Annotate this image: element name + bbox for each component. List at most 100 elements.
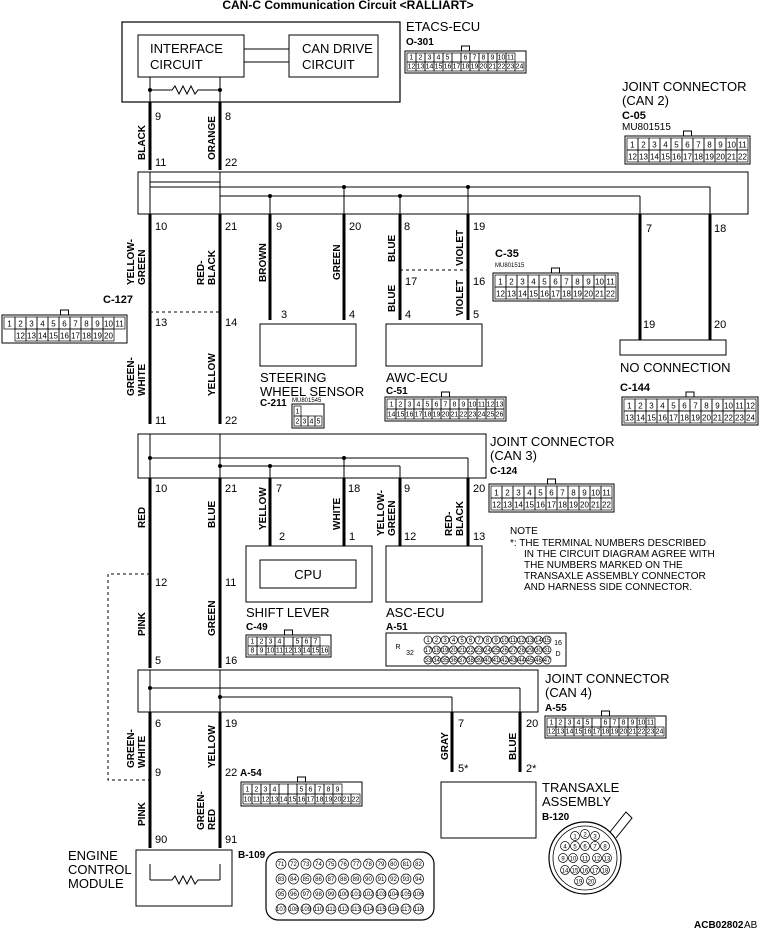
connector-pin-number: 19: [573, 290, 582, 299]
connector-pin-number: 2: [435, 638, 439, 644]
connector-pin-number: 84: [290, 877, 297, 883]
connector-pin-number: 12: [746, 402, 755, 411]
connector-pin-number: 21: [591, 501, 600, 510]
connector-pin-number: 16: [406, 412, 414, 419]
pin-19-noconn: 19: [643, 319, 655, 331]
connector-pin-number: 2: [509, 278, 514, 287]
pin-90-ecm: 90: [155, 834, 167, 846]
connector-pin: [375, 873, 387, 885]
connector-pin: [560, 865, 570, 875]
connector-pin-number: 23: [647, 729, 655, 736]
connector-pin-number: 8: [482, 55, 486, 62]
connector-pin-number: 20: [584, 290, 593, 299]
pin-20-can4: 20: [526, 718, 538, 730]
pin-1-shift: 1: [349, 531, 355, 543]
connector-pin-number: 5: [674, 141, 679, 150]
connector-pin-number: 20: [442, 412, 450, 419]
connector-pin-number: 10: [104, 320, 113, 329]
connector-pin: [508, 635, 518, 645]
connector-pin-number: 3: [264, 787, 268, 794]
connector-pin-number: 16: [444, 64, 452, 71]
connector-pin-number: 11: [582, 857, 589, 863]
wire-label-violet-upper: VIOLET: [455, 230, 466, 266]
a54-code: A-54: [240, 768, 262, 779]
connector-pin-number: 3: [568, 720, 572, 727]
connector-pin-number: 9: [95, 320, 100, 329]
c127-code: C-127: [103, 294, 133, 306]
connector-cell: [314, 415, 323, 427]
connector-pin-number: 22: [602, 501, 611, 510]
connector-pin: [288, 873, 299, 885]
connector-pin-number: 6: [583, 845, 587, 851]
connector-pin-number: 92: [390, 877, 397, 883]
connector-pin-number: 4: [663, 141, 668, 150]
connector-pin-number: 22: [498, 64, 506, 71]
can3-title-1: JOINT CONNECTOR: [490, 434, 614, 449]
connector-pin-number: 82: [415, 862, 422, 868]
connector-pin: [275, 873, 287, 885]
no-connection-label: NO CONNECTION: [620, 360, 731, 375]
connector-pin: [375, 858, 387, 870]
connector-cell: [451, 52, 462, 63]
junction-dot: [148, 456, 152, 460]
connector-pin-number: 22: [638, 729, 646, 736]
can-drive-circuit-label-2: CIRCUIT: [302, 57, 355, 72]
connector-pin-number: 6: [62, 320, 67, 329]
connector-pin-number: 1: [573, 835, 577, 841]
connector-pin-number: 15: [397, 412, 405, 419]
pin-9-can2: 9: [276, 221, 282, 233]
connector-pin-number: 2: [419, 55, 423, 62]
connector-pin-number: 99: [328, 892, 335, 898]
asc-name: ASC-ECU: [386, 605, 445, 620]
connector-pin-number: 15: [525, 501, 534, 510]
connector-pin-number: 81: [403, 862, 410, 868]
connector-pin-number: 20: [620, 729, 628, 736]
connector-pin-number: 12: [487, 402, 495, 409]
connector-pin-number: 7: [696, 141, 701, 150]
connector-pin-number: 9: [494, 638, 498, 644]
connector-pin-number: 5: [51, 320, 56, 329]
connector-pin: [388, 873, 399, 885]
connector-pin-number: 19: [569, 501, 578, 510]
connector-pin-number: 6: [685, 141, 690, 150]
connector-pin-number: 16: [321, 648, 329, 655]
connector-pin-number: 12: [262, 797, 270, 804]
pin-6-can4: 6: [155, 718, 161, 730]
connector-pin-number: 13: [503, 501, 512, 510]
junction-dot: [218, 88, 222, 92]
connector-pin-number: 11: [735, 402, 744, 411]
connector-pin-number: 2: [399, 402, 403, 409]
connector-pin-number: 17: [669, 414, 678, 423]
connector-pin-number: 105: [401, 892, 412, 898]
connector-pin-number: 114: [364, 907, 374, 913]
no-connection-box: [619, 339, 727, 356]
wire-label-yellow-green-asc-1: YELLOW-: [376, 490, 387, 536]
wire-label-green-white-2: WHITE: [137, 363, 148, 396]
connector-pin-number: 15: [529, 290, 538, 299]
connector-pin-number: 17: [683, 153, 692, 162]
junction-dot: [148, 686, 152, 690]
connector-pin-number: 18: [694, 153, 703, 162]
connector-pin-number: 11: [115, 320, 124, 329]
connector-pin-number: 7: [473, 55, 477, 62]
connector-pin-number: 21: [727, 153, 736, 162]
connector-pin-number: 20: [450, 648, 457, 654]
connector-pin-number: 9: [491, 55, 495, 62]
pin-8-etacs: 8: [225, 111, 231, 123]
connector-pin-number: 14: [38, 332, 47, 341]
connector-pin: [350, 903, 362, 915]
connector-pin-number: 3: [649, 402, 654, 411]
connector-pin-number: 90: [365, 877, 372, 883]
connector-pin-number: 23: [735, 414, 744, 423]
connector-pin-number: 72: [290, 862, 297, 868]
connector-pin-number: 5: [460, 638, 464, 644]
ecm-name-3: MODULE: [68, 876, 124, 891]
can3-joint-box: [137, 433, 487, 479]
connector-pin-number: 33: [425, 658, 432, 664]
connector-pin-number: 10: [469, 402, 477, 409]
connector-pin-number: 47: [544, 658, 551, 664]
connector-pin: [534, 655, 543, 665]
pin-7-can3: 7: [276, 483, 282, 495]
connector-pin: [300, 858, 312, 870]
